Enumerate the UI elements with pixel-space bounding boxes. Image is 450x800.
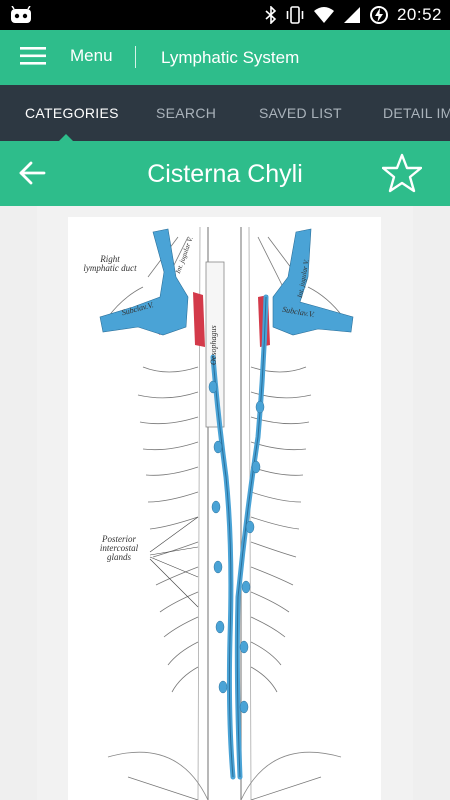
- tab-categories[interactable]: CATEGORIES: [25, 105, 119, 121]
- tab-search[interactable]: SEARCH: [156, 105, 217, 121]
- status-bar: 20:52: [0, 0, 450, 30]
- anatomy-illustration[interactable]: Right lymphatic duct Posterior intercost…: [68, 217, 381, 800]
- wifi-icon: [313, 7, 334, 23]
- android-debug-icon: [11, 6, 31, 23]
- tab-saved-list[interactable]: SAVED LIST: [259, 105, 342, 121]
- active-tab-indicator: [58, 134, 74, 142]
- tab-bar: CATEGORIES SEARCH SAVED LIST DETAIL IMAG…: [0, 85, 450, 141]
- tab-detail-images[interactable]: DETAIL IMAGES: [383, 105, 450, 121]
- signal-icon: [343, 7, 360, 23]
- menu-button[interactable]: Menu: [70, 46, 113, 65]
- hamburger-menu-icon[interactable]: [20, 45, 46, 67]
- vibrate-icon: [286, 6, 304, 24]
- label-posterior-intercostal-glands: Posterior intercostal glands: [99, 534, 139, 562]
- label-right-lymphatic-duct: Right lymphatic duct: [83, 254, 137, 273]
- detail-title: Cisterna Chyli: [147, 160, 303, 188]
- battery-charging-icon: [369, 6, 388, 24]
- star-favorite-icon[interactable]: [382, 153, 422, 193]
- label-oesophagus: Oesophagus: [209, 325, 218, 365]
- app-bar: Menu Lymphatic System: [0, 30, 450, 85]
- app-bar-divider: [135, 46, 136, 68]
- clock: 20:52: [396, 5, 442, 24]
- bluetooth-icon: [265, 6, 277, 24]
- detail-header: Cisterna Chyli: [0, 141, 450, 206]
- app-title: Lymphatic System: [161, 48, 300, 67]
- back-arrow-icon[interactable]: [18, 159, 46, 187]
- lymphatic-anatomy-drawing: [99, 226, 354, 800]
